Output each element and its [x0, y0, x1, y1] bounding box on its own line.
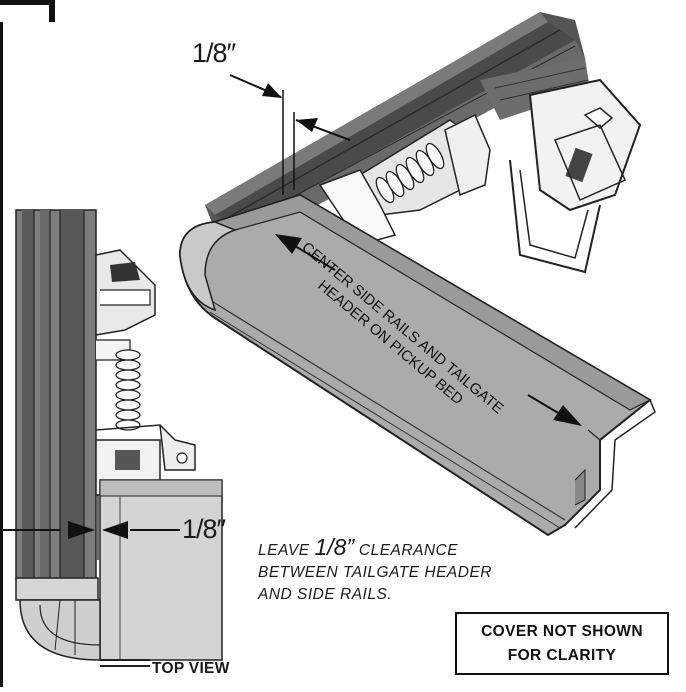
- clearance-note-line2: BETWEEN TAILGATE HEADER: [258, 564, 492, 581]
- top-view-label: TOP VIEW: [152, 660, 230, 677]
- clearance-note-value: 1/8”: [314, 534, 355, 560]
- top-dimension: [229, 74, 351, 195]
- cover-note-line2: FOR CLARITY: [507, 646, 617, 664]
- clearance-note-suffix: CLEARANCE: [354, 542, 459, 559]
- side-rail: [205, 12, 590, 238]
- cover-note-line1: COVER NOT SHOWN: [481, 622, 643, 640]
- tailgate-header: [178, 193, 656, 537]
- clearance-note-line3: AND SIDE RAILS.: [258, 586, 393, 603]
- clamp-bracket: [509, 78, 642, 274]
- top-view-drawing: [0, 209, 223, 667]
- clearance-note: LEAVE 1/8” CLEARANCE BETWEEN TAILGATE HE…: [258, 536, 538, 606]
- clearance-note-prefix: LEAVE: [258, 542, 315, 559]
- side-dimension-label: 1/8″: [182, 514, 226, 544]
- cover-note-box: COVER NOT SHOWN FOR CLARITY: [455, 612, 669, 675]
- top-dimension-label: 1/8″: [192, 38, 236, 68]
- spring-clamp-iso: [318, 113, 491, 246]
- center-arrows: [275, 234, 582, 426]
